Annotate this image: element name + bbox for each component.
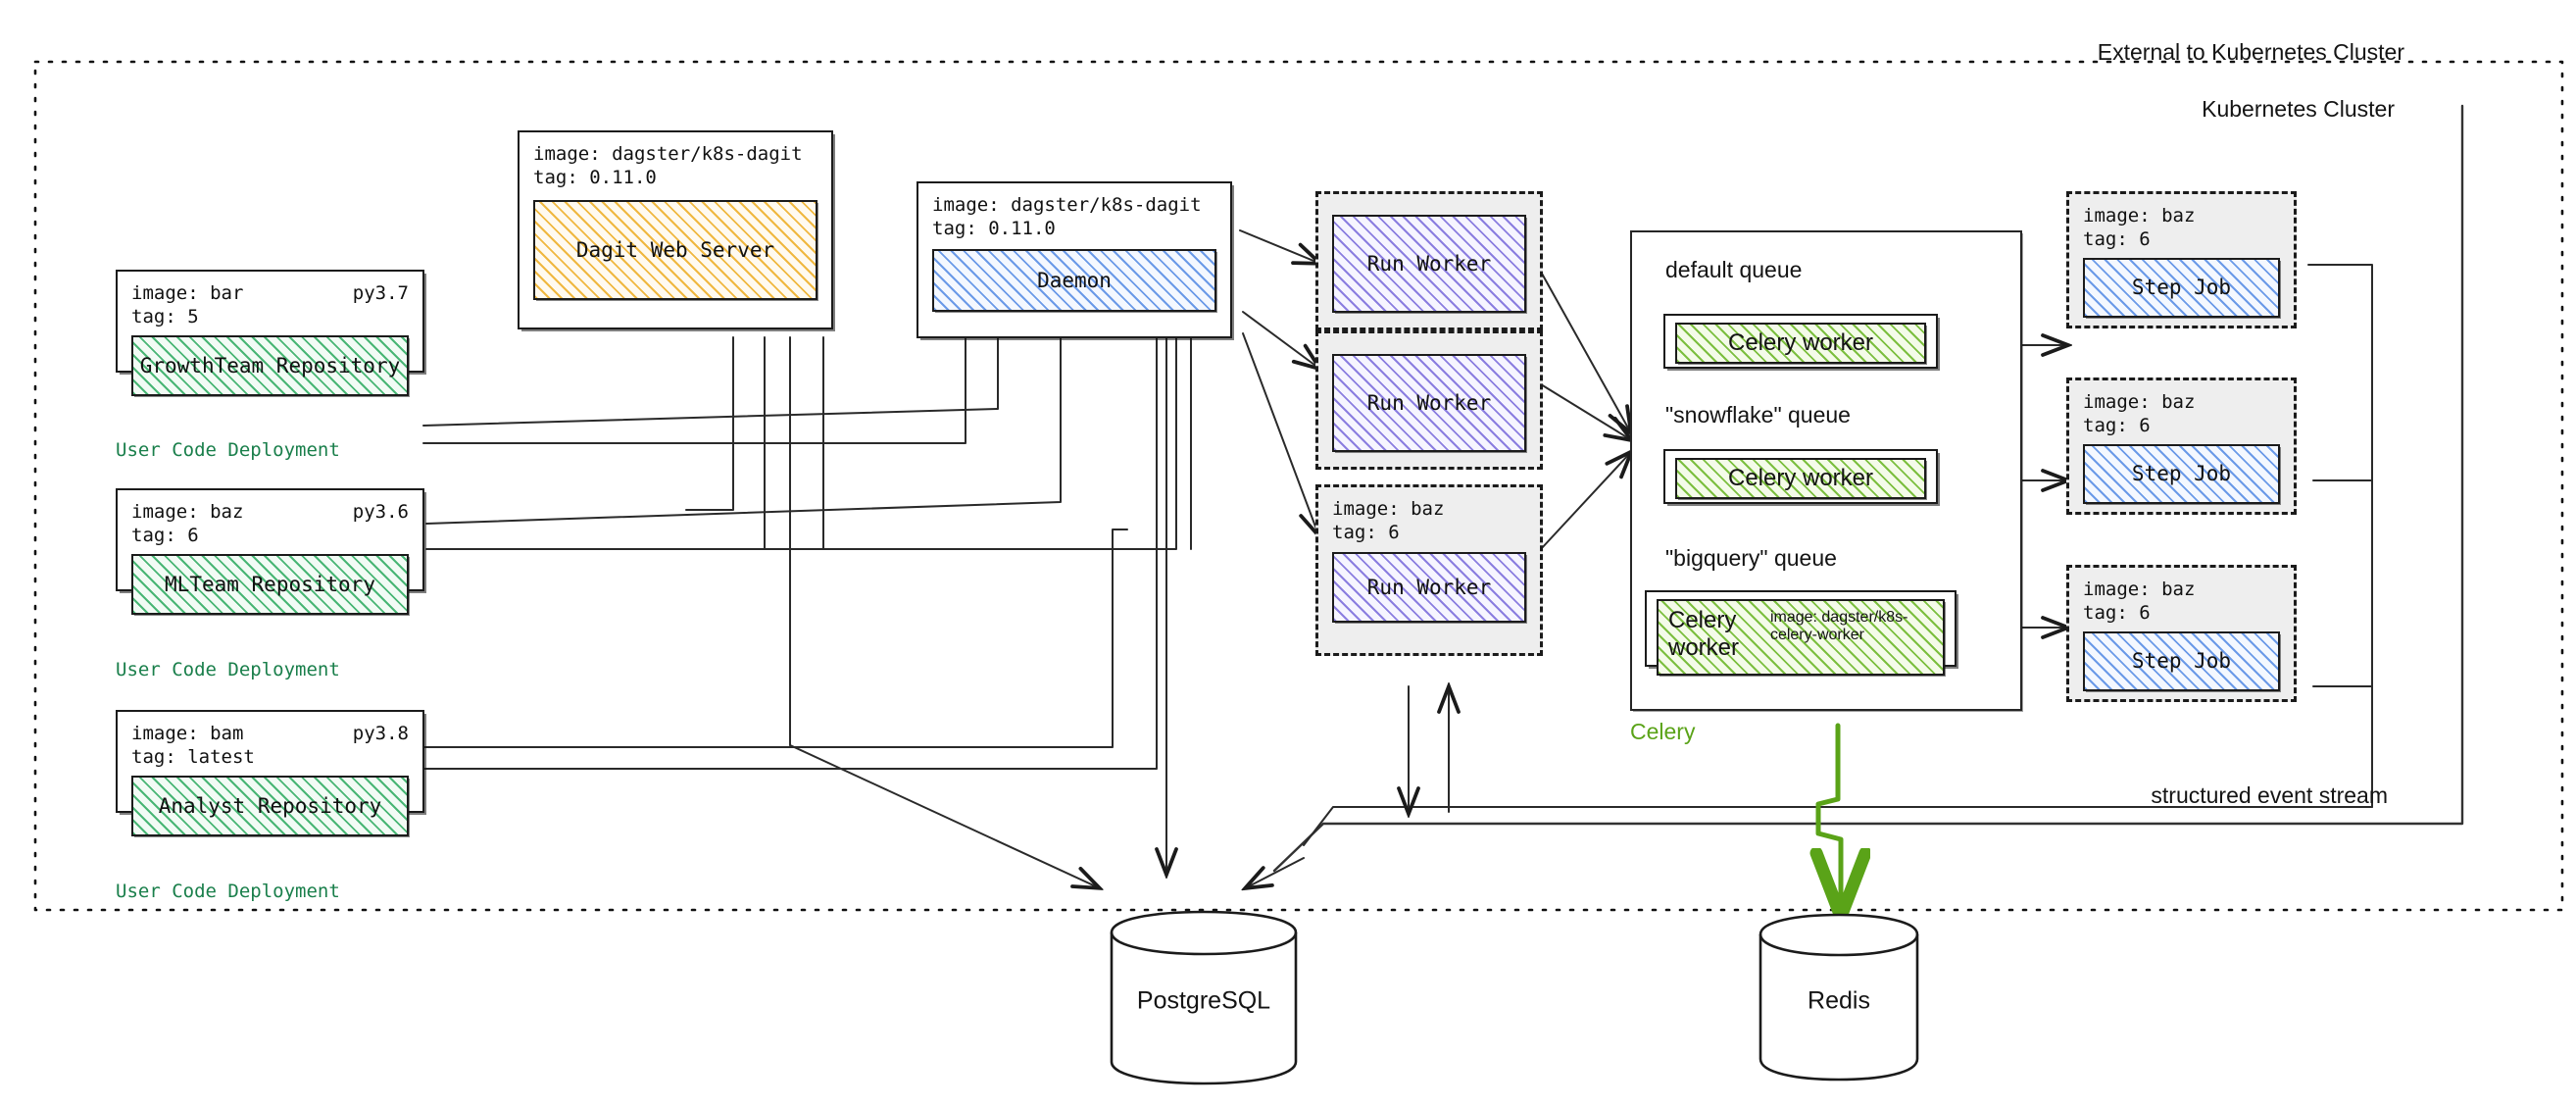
celery-worker-box-snowflake[interactable]: Celery worker — [1675, 458, 1926, 499]
daemon-title: Daemon — [1037, 268, 1112, 292]
python-version-3: py3.8 — [352, 723, 409, 744]
deployment-caption-1: User Code Deployment — [116, 439, 340, 461]
image-line-1: image: bar — [131, 282, 244, 304]
step-job-1[interactable]: image: baz tag: 6 Step Job — [2066, 191, 2297, 328]
python-version-1: py3.7 — [352, 282, 409, 304]
queue-title-default: default queue — [1665, 257, 1803, 282]
celery-worker-label-bigquery: Celery worker — [1668, 607, 1740, 661]
repository-label-1: GrowthTeam Repository — [139, 353, 401, 378]
run-worker-tag-line-3: tag: 6 — [1332, 522, 1400, 544]
step-job-title-2: Step Job — [2131, 462, 2232, 486]
step-job-tag-line-2: tag: 6 — [2083, 415, 2151, 437]
run-worker-box-1[interactable]: Run Worker — [1332, 215, 1526, 313]
celery-label: Celery — [1630, 719, 1696, 744]
step-job-image-line-2: image: baz — [2083, 391, 2196, 413]
repository-analyst[interactable]: Analyst Repository — [131, 775, 409, 836]
tag-line-3: tag: latest — [131, 746, 255, 769]
step-job-image-line-3: image: baz — [2083, 579, 2196, 600]
dagit-image-line: image: dagster/k8s-dagit — [533, 143, 803, 165]
run-worker-job-2[interactable]: Run Worker — [1315, 330, 1543, 470]
repository-label-2: MLTeam Repository — [165, 572, 375, 596]
postgresql-database[interactable]: PostgreSQL — [1106, 907, 1302, 1088]
run-worker-box-2[interactable]: Run Worker — [1332, 354, 1526, 452]
dagit-title: Dagit Web Server — [575, 237, 775, 262]
python-version-2: py3.6 — [352, 501, 409, 523]
step-job-title-1: Step Job — [2131, 276, 2232, 300]
kubernetes-cluster-label: Kubernetes Cluster — [2202, 96, 2395, 122]
tag-line-2: tag: 6 — [131, 525, 199, 547]
cylinder-icon — [1110, 910, 1298, 1085]
daemon-pod[interactable]: image: dagster/k8s-dagit tag: 0.11.0 Dae… — [916, 181, 1232, 338]
deployment-caption-3: User Code Deployment — [116, 881, 340, 902]
redis-label: Redis — [1808, 986, 1870, 1015]
tag-line-1: tag: 5 — [131, 306, 199, 328]
celery-worker-label-default: Celery worker — [1727, 329, 1874, 356]
step-job-box-3[interactable]: Step Job — [2083, 630, 2280, 691]
run-worker-image-line-3: image: baz — [1332, 498, 1445, 520]
run-worker-title-1: Run Worker — [1366, 252, 1492, 276]
redis-database[interactable]: Redis — [1755, 910, 1923, 1084]
run-worker-title-2: Run Worker — [1366, 391, 1492, 415]
celery-worker-pod-default[interactable]: Celery worker — [1663, 296, 1956, 369]
cylinder-icon — [1759, 913, 1919, 1082]
daemon-tag-line: tag: 0.11.0 — [932, 218, 1056, 240]
step-job-box-2[interactable]: Step Job — [2083, 443, 2280, 504]
celery-worker-label-snowflake: Celery worker — [1727, 465, 1874, 491]
run-worker-title-3: Run Worker — [1366, 575, 1492, 599]
structured-event-stream-label: structured event stream — [2151, 782, 2388, 808]
queue-title-bigquery: "bigquery" queue — [1665, 545, 1837, 571]
daemon-image-line: image: dagster/k8s-dagit — [932, 194, 1202, 216]
external-cluster-label: External to Kubernetes Cluster — [2097, 39, 2404, 65]
celery-worker-box-default[interactable]: Celery worker — [1675, 323, 1926, 364]
step-job-2[interactable]: image: baz tag: 6 Step Job — [2066, 378, 2297, 515]
dagit-web-server-box[interactable]: Dagit Web Server — [533, 199, 817, 300]
queue-title-snowflake: "snowflake" queue — [1665, 402, 1851, 428]
run-worker-job-3[interactable]: image: baz tag: 6 Run Worker — [1315, 484, 1543, 656]
celery-worker-pod-bigquery[interactable]: Celery worker image: dagster/k8s-celery-… — [1645, 573, 1974, 676]
deployment-caption-2: User Code Deployment — [116, 659, 340, 680]
daemon-box[interactable]: Daemon — [932, 248, 1216, 312]
step-job-tag-line-1: tag: 6 — [2083, 228, 2151, 251]
step-job-title-3: Step Job — [2131, 649, 2232, 674]
repository-label-3: Analyst Repository — [158, 793, 382, 818]
user-code-deployment-mlteam[interactable]: py3.6 image: baz tag: 6 MLTeam Repositor… — [116, 488, 424, 615]
celery-worker-image-bigquery: image: dagster/k8s-celery-worker — [1769, 609, 1908, 643]
celery-worker-pod-snowflake[interactable]: Celery worker — [1663, 431, 1956, 504]
step-job-box-1[interactable]: Step Job — [2083, 257, 2280, 318]
step-job-tag-line-3: tag: 6 — [2083, 602, 2151, 625]
dagit-tag-line: tag: 0.11.0 — [533, 167, 657, 189]
celery-worker-box-bigquery[interactable]: Celery worker image: dagster/k8s-celery-… — [1657, 599, 1945, 676]
postgresql-label: PostgreSQL — [1136, 986, 1271, 1015]
dagit-web-server-pod[interactable]: image: dagster/k8s-dagit tag: 0.11.0 Dag… — [518, 105, 859, 329]
repository-mlteam[interactable]: MLTeam Repository — [131, 553, 409, 615]
step-job-3[interactable]: image: baz tag: 6 Step Job — [2066, 565, 2297, 702]
image-line-3: image: bam — [131, 723, 244, 744]
user-code-deployment-analyst[interactable]: py3.8 image: bam tag: latest Analyst Rep… — [116, 710, 424, 836]
run-worker-job-1[interactable]: Run Worker — [1315, 191, 1543, 330]
repository-growthteam[interactable]: GrowthTeam Repository — [131, 334, 409, 396]
run-worker-box-3[interactable]: Run Worker — [1332, 551, 1526, 623]
user-code-deployment-growthteam[interactable]: py3.7 image: bar tag: 5 GrowthTeam Repos… — [116, 270, 424, 396]
step-job-image-line-1: image: baz — [2083, 205, 2196, 227]
image-line-2: image: baz — [131, 501, 244, 523]
